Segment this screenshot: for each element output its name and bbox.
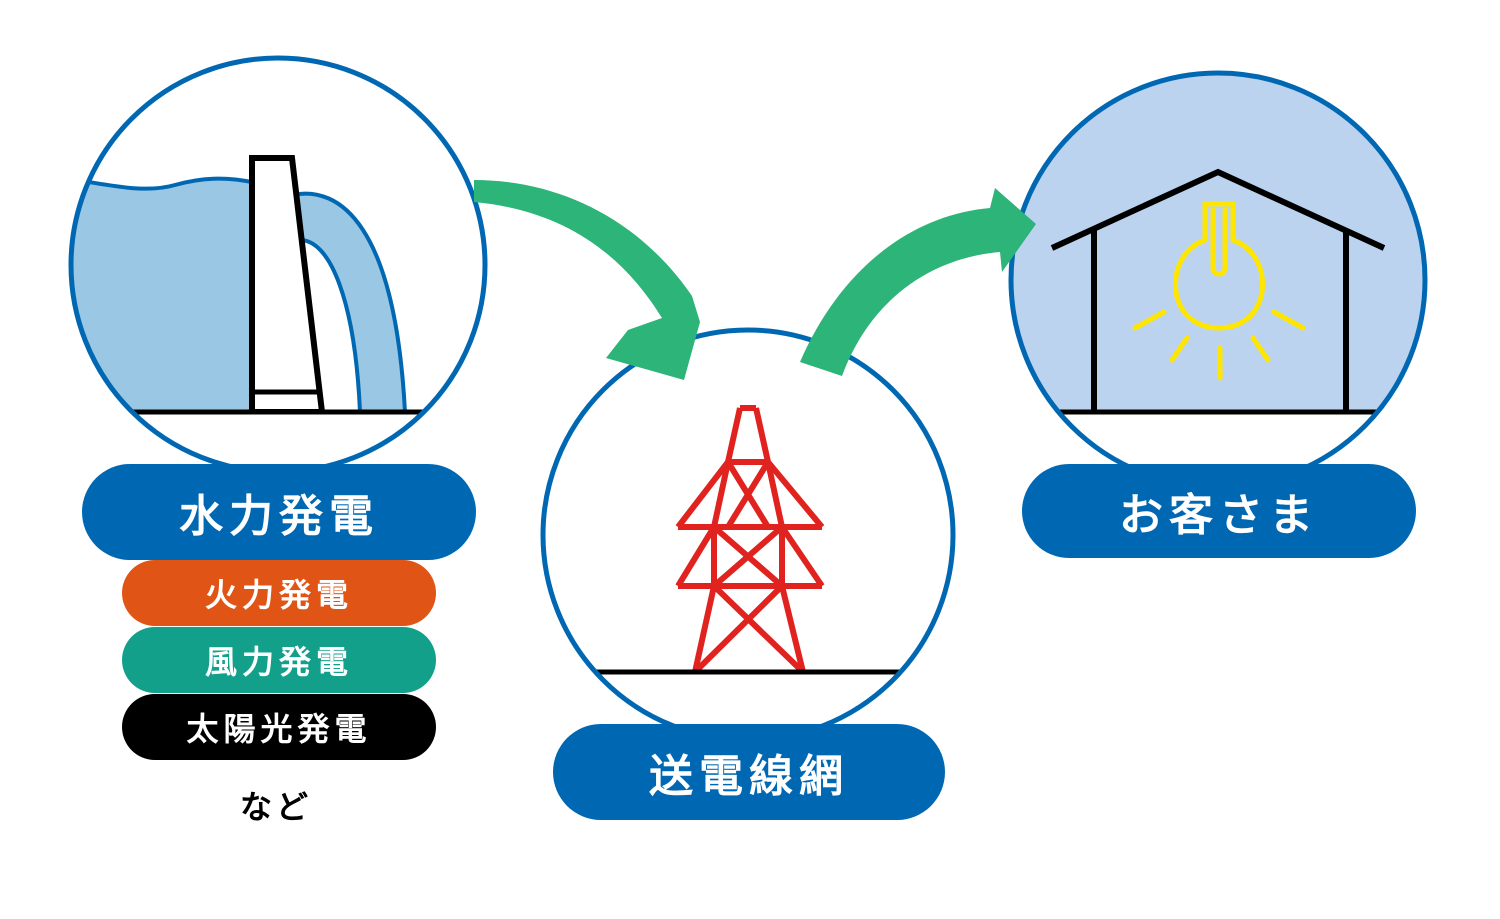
transmission-tower-icon — [540, 327, 956, 743]
customer-label: お客さま — [1022, 464, 1416, 558]
arrow-source-to-network — [474, 180, 700, 380]
light-bulb-icon — [1132, 201, 1306, 381]
arrow-network-to-customer — [800, 188, 1036, 376]
transmission-network-label: 送電線網 — [553, 724, 945, 820]
hydro-power-label: 水力発電 — [82, 464, 476, 560]
etc-label: など — [240, 788, 313, 826]
house-icon — [1008, 70, 1428, 490]
wind-power-label: 風力発電 — [122, 627, 436, 693]
hydro-power-icon — [68, 55, 488, 475]
thermal-power-label: 火力発電 — [122, 560, 436, 626]
solar-power-label: 太陽光発電 — [122, 694, 436, 760]
